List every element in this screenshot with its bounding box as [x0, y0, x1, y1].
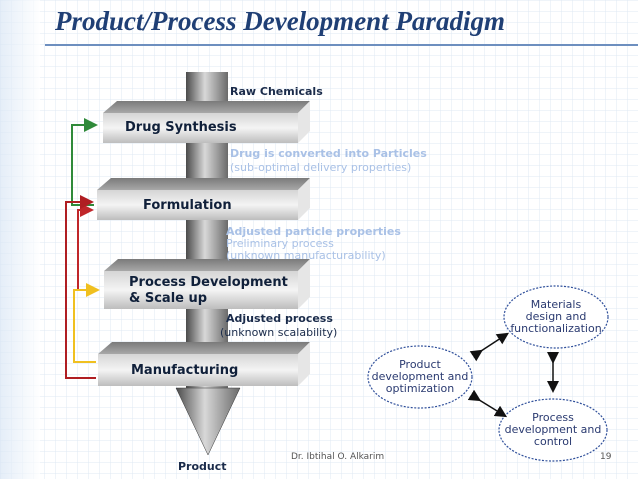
feedback-arrow-green — [71, 118, 98, 206]
oval-materials — [503, 285, 609, 349]
note-adjusted-process-line2: (unknown scalability) — [220, 326, 338, 339]
note-particles-line2: (sub-optimal delivery properties) — [230, 161, 412, 174]
oval-product-label: Product development and optimization — [371, 358, 469, 395]
bar-formulation — [97, 178, 310, 220]
oval-product — [367, 345, 473, 409]
feedback-arrow-red-outer — [65, 195, 96, 379]
bar-drug-synthesis — [103, 101, 310, 143]
note-adjusted-process-line1: Adjusted process — [226, 312, 333, 325]
step-drug-synthesis: Drug Synthesis — [125, 120, 237, 135]
bar-process-development — [104, 259, 310, 309]
step-formulation: Formulation — [143, 198, 232, 213]
bar-manufacturing — [98, 342, 310, 386]
note-adjusted-particles-line1: Adjusted particle properties — [226, 225, 401, 238]
step-manufacturing: Manufacturing — [131, 363, 239, 378]
link-product-process — [467, 389, 508, 418]
footer-page-number: 19 — [600, 452, 612, 462]
feedback-arrow-red-inner — [77, 203, 96, 291]
note-adjusted-particles-line3: (unknown manufacturability) — [226, 249, 386, 262]
page-title: Product/Process Development Paradigm — [55, 6, 505, 36]
oval-materials-label: Materials design and functionalization — [510, 298, 602, 335]
product-label: Product — [178, 460, 227, 473]
oval-process-label: Process development and control — [504, 411, 602, 448]
feedback-arrow-yellow — [73, 283, 100, 363]
flow-arrowhead — [175, 387, 241, 456]
step-process-development: Process Development & Scale up — [129, 275, 288, 306]
footer-author: Dr. Ibtihal O. Alkarim — [291, 452, 385, 462]
link-product-materials — [469, 332, 510, 362]
note-particles-line1: Drug is converted into Particles — [230, 147, 427, 160]
raw-chemicals-label: Raw Chemicals — [230, 85, 323, 98]
note-adjusted-particles-line2: Preliminary process — [226, 237, 334, 250]
oval-process — [498, 398, 608, 462]
title-divider — [45, 44, 638, 46]
